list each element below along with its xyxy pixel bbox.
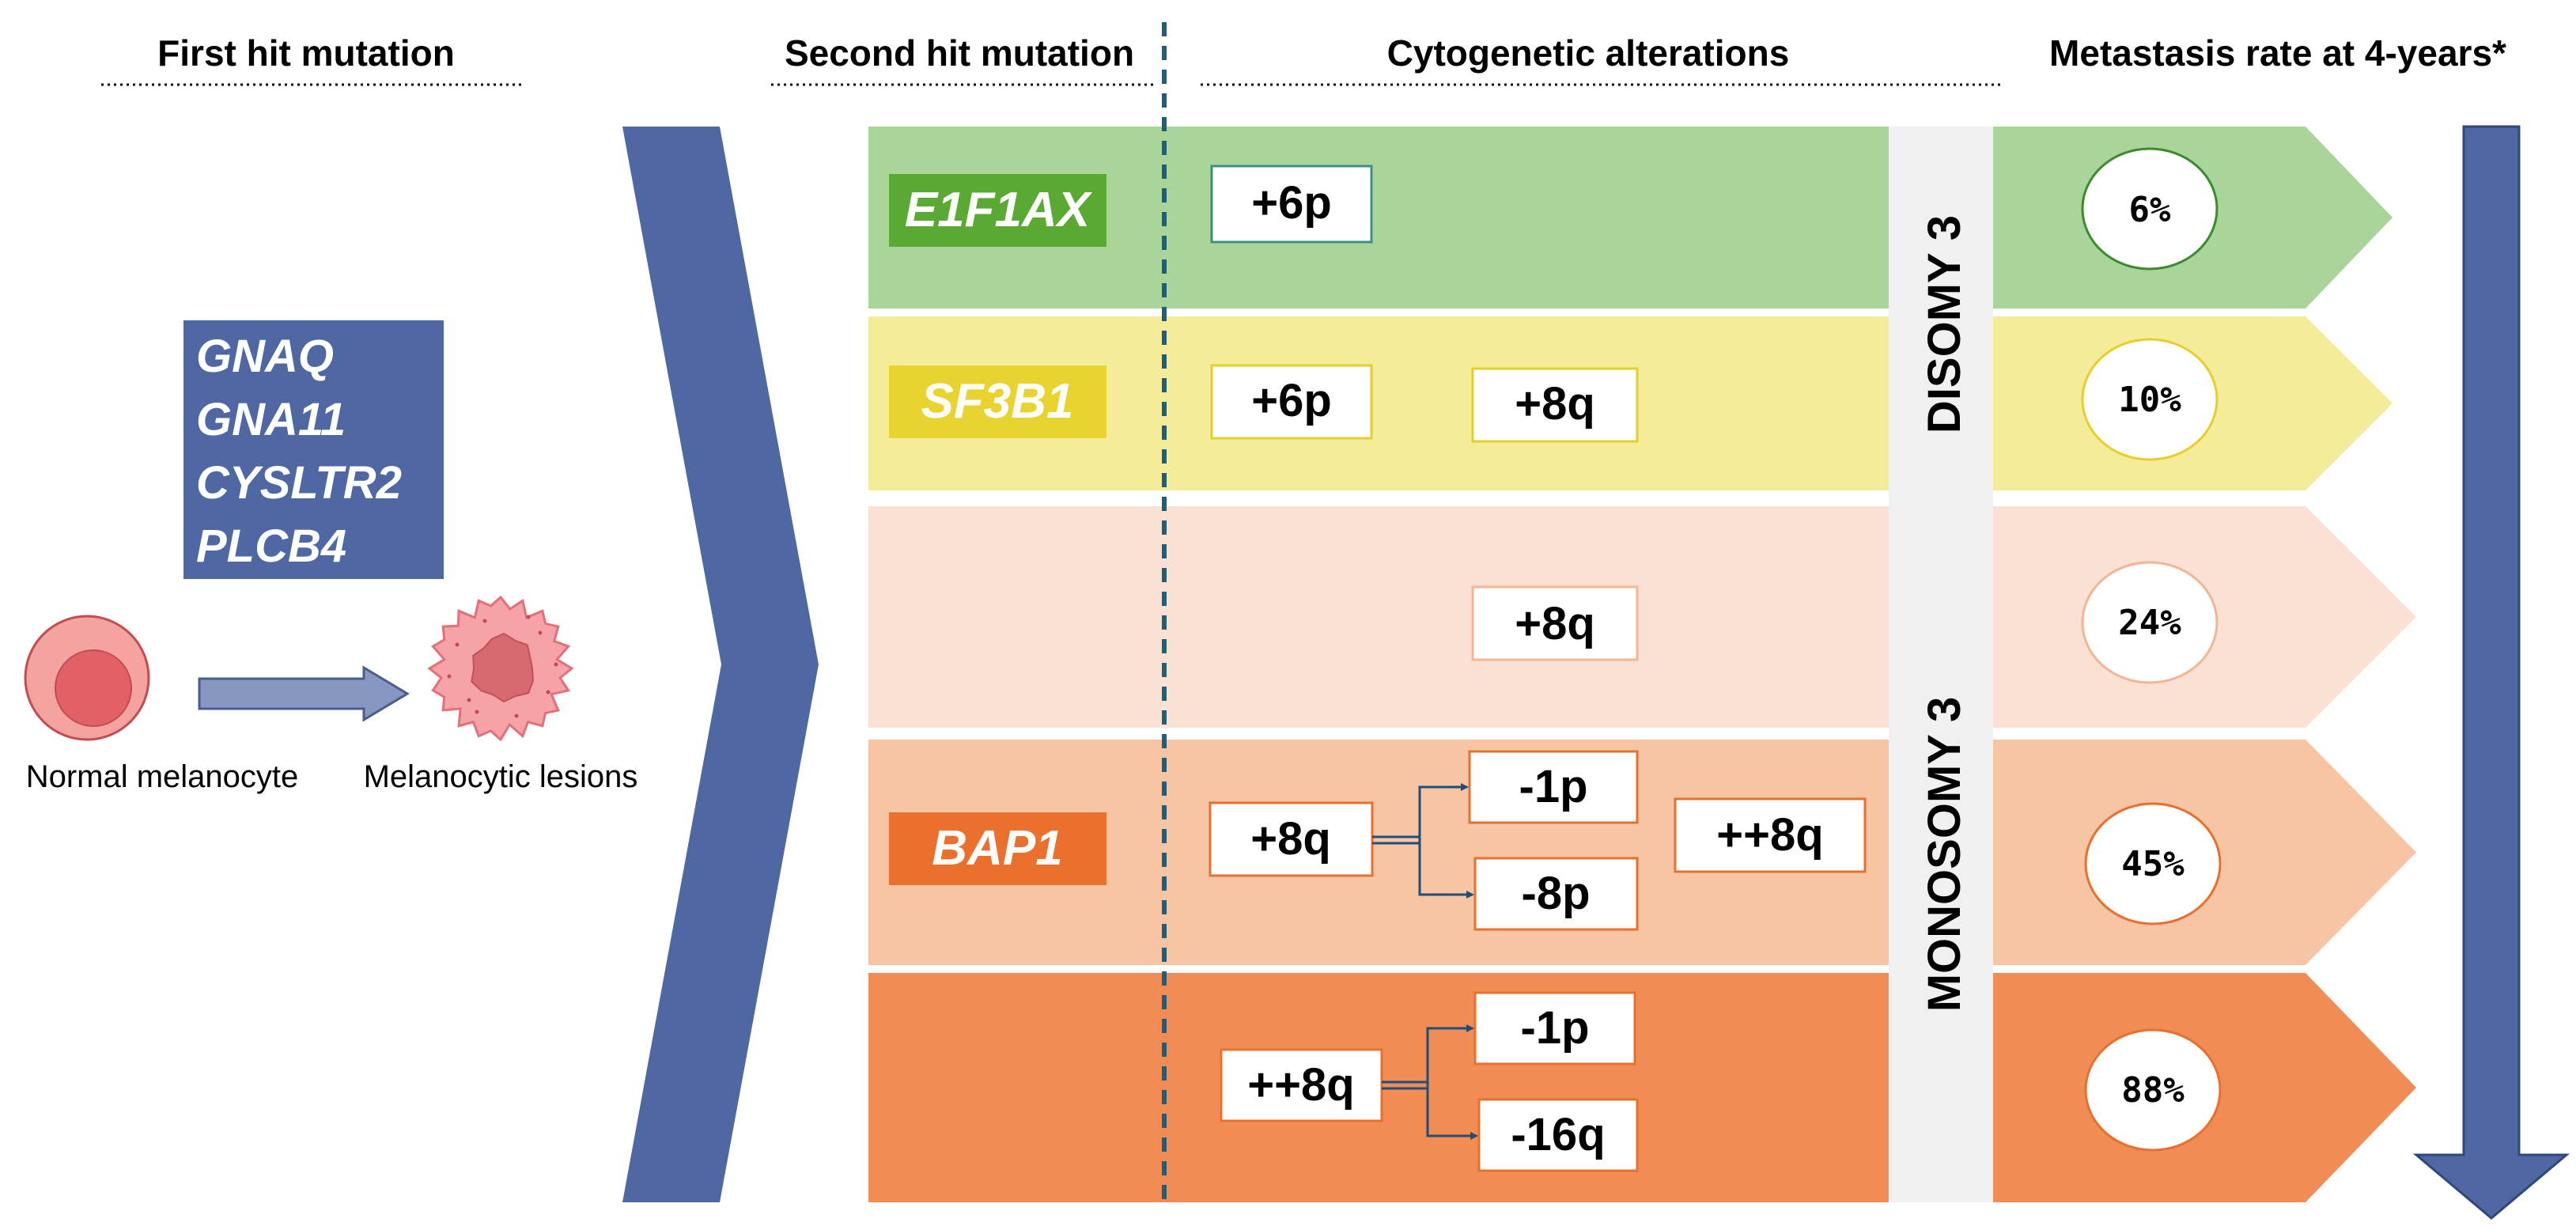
rate-value: 10%: [2118, 380, 2181, 420]
alteration-box: [1468, 750, 1639, 824]
metastasis-rates: 6% 10% 24% 45% 88%: [2081, 147, 2222, 1152]
alteration-box: [1477, 1098, 1639, 1172]
rate-value: 45%: [2121, 844, 2184, 884]
rate-circle: [2084, 1028, 2222, 1152]
rate-value: 6%: [2129, 190, 2171, 230]
normal-melanocyte-label: Normal melanocyte: [26, 759, 299, 794]
alteration-label: +8q: [1515, 598, 1595, 649]
alteration-label: -16q: [1511, 1109, 1605, 1160]
alteration-box: [1210, 364, 1373, 440]
branch-connectors: [1372, 783, 1478, 1140]
alteration-label: -1p: [1521, 1002, 1590, 1054]
gene-sf3b1: SF3B1: [921, 374, 1074, 429]
gene-gnaq: GNAQ: [196, 331, 334, 382]
risk-gradient-arrow: [2412, 125, 2570, 1220]
alteration-box: [1473, 857, 1639, 931]
header-metastasis: Metastasis rate at 4-years*: [2049, 32, 2506, 74]
alteration-box: [1210, 165, 1373, 244]
column-headers: First hit mutation Second hit mutation C…: [101, 32, 2506, 86]
alteration-box: [1220, 1048, 1383, 1122]
cell-progression-arrow: [198, 665, 410, 722]
alteration-boxes: +6p +6p +8q +8q +8q -1p -8p ++8q ++8q -1…: [1209, 165, 1867, 1172]
monosomy3-label: MONOSOMY 3: [1919, 697, 1970, 1012]
gene-box-sf3b1: [889, 365, 1106, 438]
rate-circle: [2081, 561, 2219, 684]
alteration-label: +6p: [1251, 177, 1332, 229]
normal-melanocyte-icon: [24, 615, 150, 741]
alteration-label: -1p: [1519, 761, 1588, 812]
rate-circle: [2081, 338, 2219, 461]
alteration-label: +8q: [1250, 813, 1331, 865]
header-second-hit: Second hit mutation: [785, 32, 1134, 74]
first-hit-gene-box-bg: [183, 320, 444, 579]
progression-chevron: [622, 127, 819, 1202]
alteration-label: +8q: [1515, 378, 1595, 430]
gene-plcb4: PLCB4: [196, 520, 346, 572]
alteration-label: ++8q: [1716, 809, 1823, 861]
header-first-hit: First hit mutation: [157, 32, 455, 74]
melanocytic-lesions-label: Melanocytic lesions: [364, 759, 638, 794]
alteration-box: [1471, 585, 1639, 661]
alteration-box: [1473, 991, 1636, 1065]
alteration-box: [1674, 797, 1867, 873]
alteration-label: +6p: [1251, 375, 1332, 426]
first-hit-gene-box: GNAQ GNA11 CYSLTR2 PLCB4: [183, 320, 444, 579]
alteration-label: ++8q: [1247, 1059, 1354, 1111]
gene-box-bap1: [889, 812, 1106, 885]
rate-value: 24%: [2118, 603, 2181, 643]
band-row-2: [868, 506, 1889, 728]
gene-box-e1f1ax: [889, 174, 1106, 247]
gene-e1f1ax: E1F1AX: [905, 183, 1093, 237]
gene-bap1: BAP1: [932, 821, 1062, 876]
melanocytic-lesion-icon: [427, 595, 574, 742]
rate-value: 88%: [2121, 1070, 2184, 1111]
alteration-label: -8p: [1522, 868, 1591, 919]
second-hit-genes: E1F1AX SF3B1 BAP1: [889, 174, 1106, 885]
gene-cysltr2: CYSLTR2: [196, 457, 402, 509]
alteration-box: [1209, 801, 1374, 877]
alteration-box: [1471, 367, 1639, 443]
header-cytogenetic: Cytogenetic alterations: [1387, 32, 1790, 74]
disomy3-label: DISOMY 3: [1919, 215, 1970, 433]
gene-gna11: GNA11: [196, 394, 346, 445]
rate-circle: [2084, 802, 2222, 925]
chromosome3-column: [1889, 127, 1993, 1202]
rate-circle: [2081, 147, 2219, 271]
